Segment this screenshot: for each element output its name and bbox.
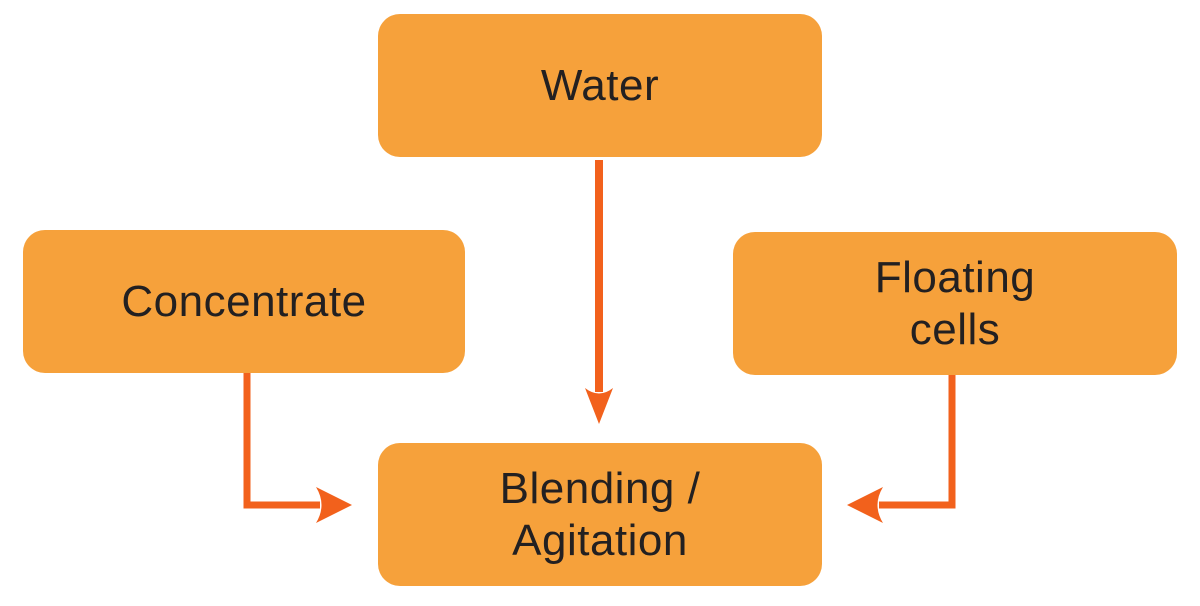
arrow-floating-cells-line [879,375,956,509]
node-water: Water [378,14,822,157]
node-blending-agitation-label: Blending / Agitation [499,464,701,565]
node-concentrate-label: Concentrate [121,276,367,326]
arrow-floating-cells-to-blending [847,375,956,523]
node-blending-agitation: Blending / Agitation [378,443,822,586]
arrow-floating-cells-head-icon [847,487,883,523]
arrow-water-to-blending [585,160,613,424]
node-concentrate: Concentrate [23,230,465,373]
node-floating-cells-label: Floating cells [874,253,1036,354]
arrow-water-head-icon [585,388,613,424]
arrow-concentrate-head-icon [316,487,352,523]
node-water-label: Water [540,60,660,110]
arrow-concentrate-to-blending [243,373,352,523]
node-floating-cells: Floating cells [733,232,1177,375]
arrow-concentrate-line [243,373,320,509]
